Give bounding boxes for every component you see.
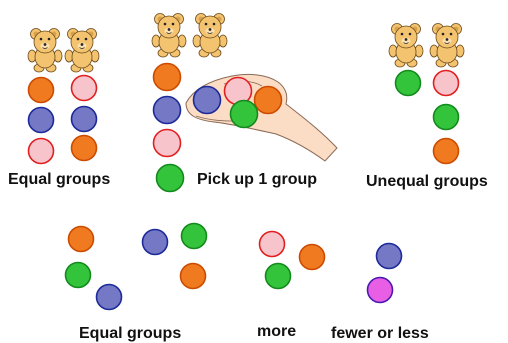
orange-counter bbox=[298, 243, 326, 271]
pink-counter bbox=[70, 74, 98, 102]
orange-counter bbox=[27, 76, 55, 104]
orange-counter bbox=[179, 262, 207, 290]
navy-counter bbox=[141, 228, 169, 256]
panel-fewer-or-less: fewer or less bbox=[331, 242, 429, 342]
label-equal-groups-bottom: Equal groups bbox=[79, 325, 181, 342]
label-pick-up: Pick up 1 group bbox=[197, 171, 317, 188]
navy-counter bbox=[27, 106, 55, 134]
teddy-bear-icon bbox=[192, 13, 228, 58]
panel-more: more bbox=[257, 230, 326, 340]
green-counter bbox=[155, 163, 185, 193]
panel-equal-groups-top: Equal groups bbox=[8, 28, 110, 188]
teddy-bear-icon bbox=[388, 23, 424, 68]
green-counter bbox=[180, 222, 208, 250]
panel-unequal-groups: Unequal groups bbox=[366, 23, 488, 190]
label-unequal-groups: Unequal groups bbox=[366, 173, 488, 190]
label-equal-groups-top: Equal groups bbox=[8, 171, 110, 188]
orange-counter bbox=[253, 85, 283, 115]
teddy-bear-icon bbox=[429, 23, 465, 68]
label-fewer-or-less: fewer or less bbox=[331, 325, 429, 342]
teddy-bear-icon bbox=[64, 28, 100, 73]
panel-equal-groups-bottom: Equal groups bbox=[64, 222, 208, 342]
navy-counter bbox=[192, 85, 222, 115]
navy-counter bbox=[152, 95, 182, 125]
orange-counter bbox=[70, 134, 98, 162]
navy-counter bbox=[70, 105, 98, 133]
magenta-counter bbox=[366, 276, 394, 304]
pink-counter bbox=[258, 230, 286, 258]
orange-counter bbox=[67, 225, 95, 253]
pink-counter bbox=[432, 69, 460, 97]
green-counter bbox=[64, 261, 92, 289]
green-counter bbox=[229, 99, 259, 129]
teddy-bear-icon bbox=[27, 28, 63, 73]
orange-counter bbox=[152, 62, 182, 92]
teddy-bear-icon bbox=[151, 13, 187, 58]
navy-counter bbox=[375, 242, 403, 270]
pink-counter bbox=[152, 128, 182, 158]
green-counter bbox=[432, 103, 460, 131]
orange-counter bbox=[432, 137, 460, 165]
pink-counter bbox=[27, 137, 55, 165]
green-counter bbox=[264, 262, 292, 290]
label-more: more bbox=[257, 323, 296, 340]
green-counter bbox=[394, 69, 422, 97]
panel-pick-up-group: Pick up 1 group bbox=[151, 13, 338, 193]
navy-counter bbox=[95, 283, 123, 311]
